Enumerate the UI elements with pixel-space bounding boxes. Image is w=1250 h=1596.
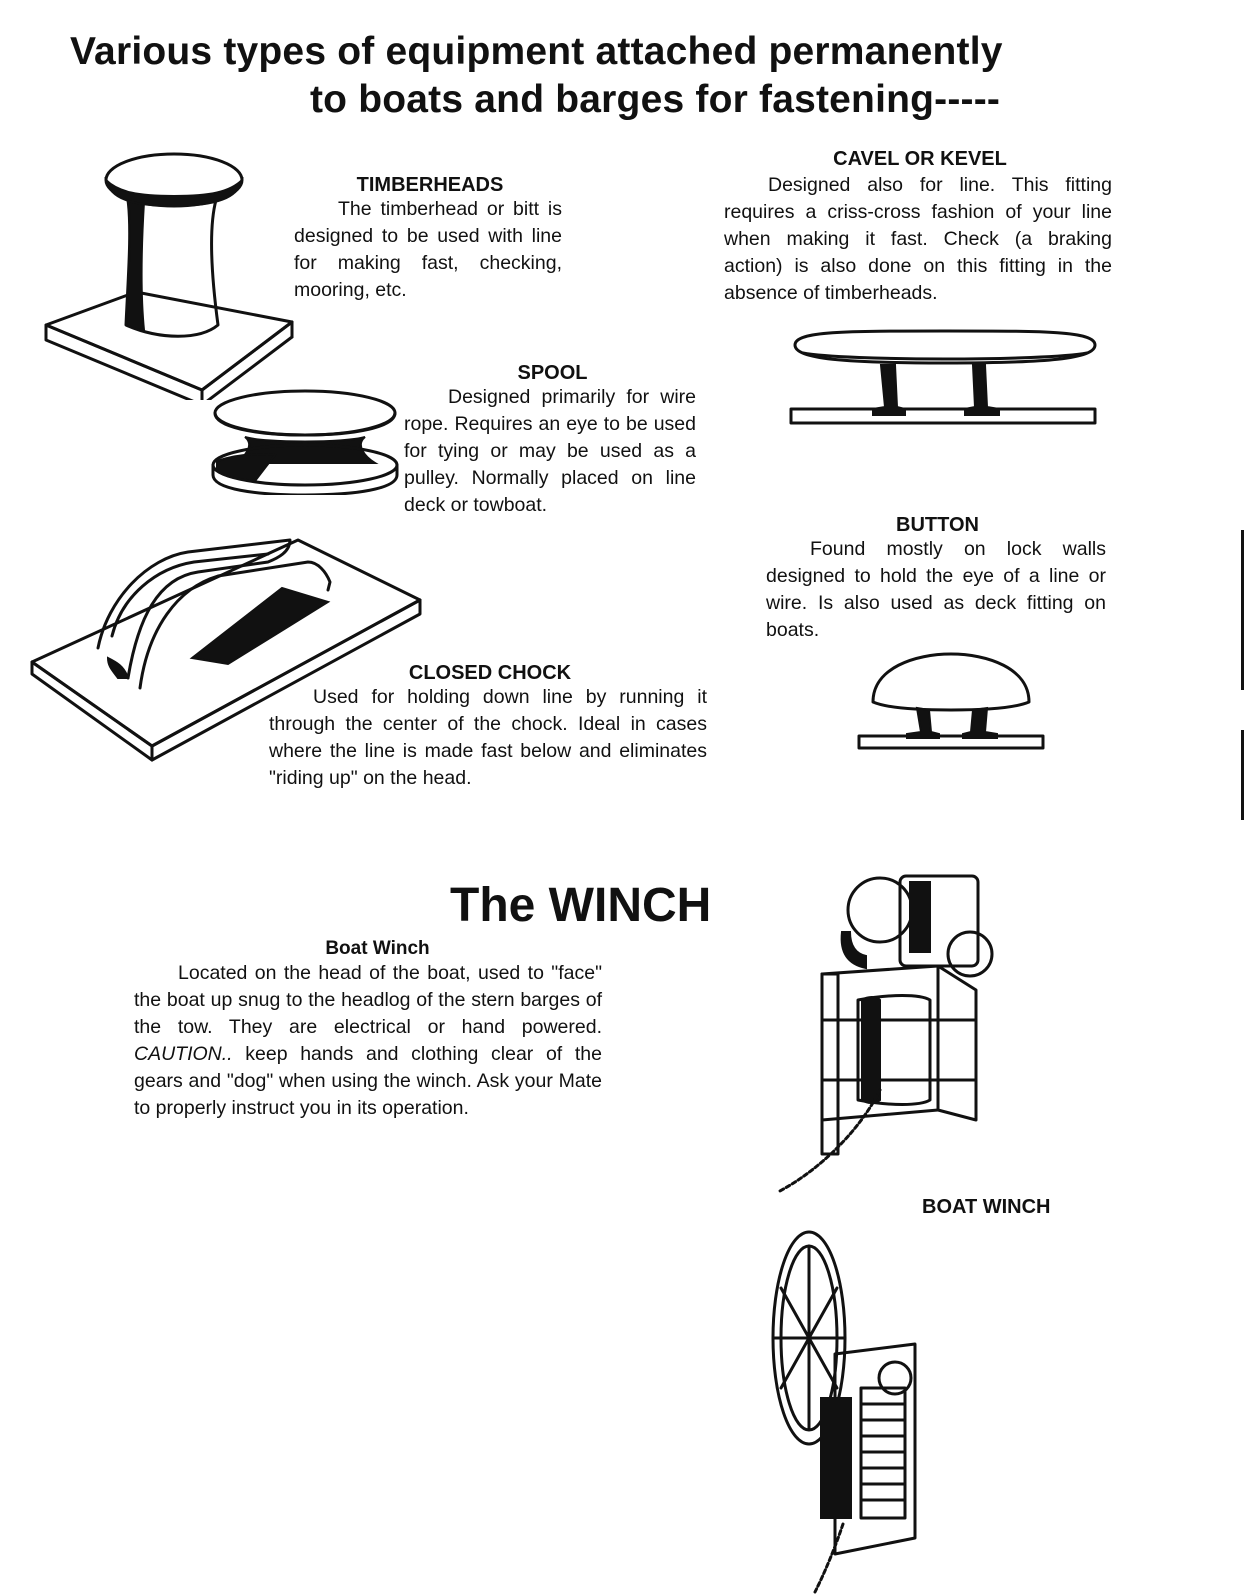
boat-winch-text-before: Located on the head of the boat, used to… [134, 962, 602, 1038]
timberheads-text: The timberhead or bitt is designed to be… [294, 196, 562, 304]
cavel-text: Designed also for line. This fitting req… [724, 172, 1112, 307]
spool-heading: SPOOL [517, 362, 588, 384]
cavel-heading: CAVEL OR KEVEL [833, 148, 1007, 170]
title-line-1: Various types of equipment attached perm… [70, 30, 1003, 73]
boat-winch-caption: BOAT WINCH [922, 1196, 1051, 1218]
boat-winch-text: Located on the head of the boat, used to… [134, 960, 602, 1122]
cavel-illustration [789, 329, 1097, 425]
winch-title: The WINCH [450, 879, 712, 932]
scan-edge-mark-lower [1241, 730, 1244, 820]
spool-text: Designed primarily for wire rope. Requir… [404, 384, 696, 519]
hand-winch-illustration [771, 1230, 917, 1594]
spool-illustration [211, 389, 399, 495]
closed-chock-paragraph: Used for holding down line by running it… [269, 686, 707, 789]
page-title: Various types of equipment attached perm… [70, 28, 1070, 124]
button-illustration [857, 652, 1045, 750]
title-line-2: to boats and barges for fastening----- [310, 78, 1001, 121]
boat-winch-paragraph: Located on the head of the boat, used to… [134, 960, 602, 1122]
boat-winch-subheading: Boat Winch [325, 938, 430, 959]
boat-winch-text-after: keep hands and clothing clear of the gea… [134, 1043, 602, 1119]
spool-paragraph: Designed primarily for wire rope. Requir… [404, 386, 696, 516]
scan-edge-mark [1241, 530, 1244, 690]
cavel-paragraph: Designed also for line. This fitting req… [724, 174, 1112, 304]
timberheads-heading: TIMBERHEADS [356, 174, 504, 196]
closed-chock-heading: CLOSED CHOCK [408, 662, 572, 684]
closed-chock-text: Used for holding down line by running it… [269, 684, 707, 792]
button-paragraph: Found mostly on lock walls designed to h… [766, 538, 1106, 641]
timberheads-paragraph: The timberhead or bitt is designed to be… [294, 198, 562, 301]
button-heading: BUTTON [896, 514, 979, 536]
closed-chock-illustration [30, 538, 422, 762]
timberhead-illustration [44, 152, 294, 400]
boat-winch-illustration [776, 874, 994, 1194]
button-text: Found mostly on lock walls designed to h… [766, 536, 1106, 644]
caution-label: CAUTION.. [134, 1043, 233, 1065]
